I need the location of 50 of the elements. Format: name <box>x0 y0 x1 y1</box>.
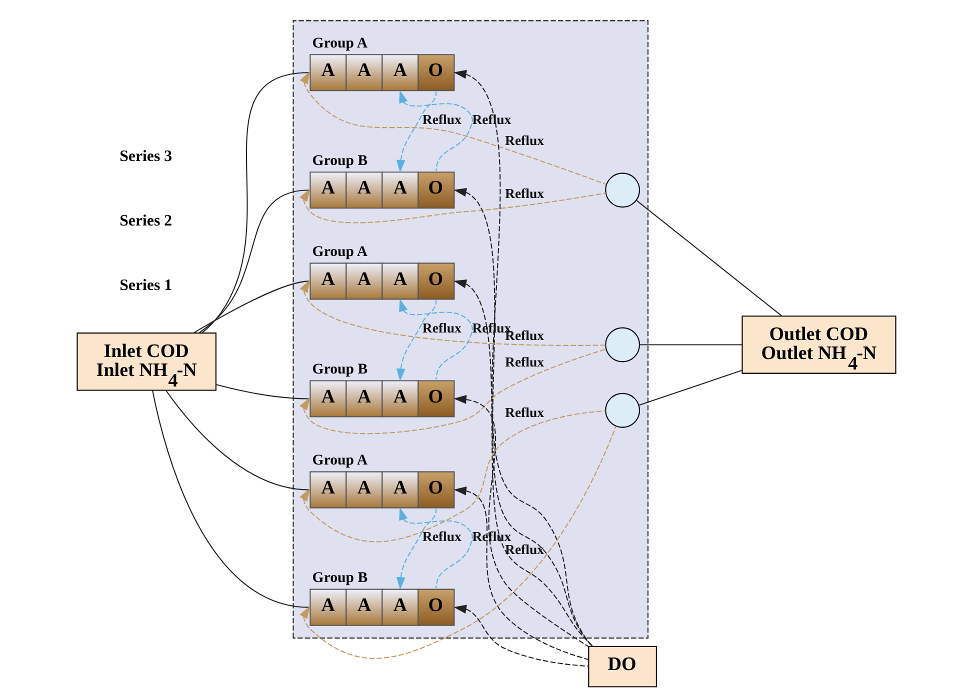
edge-label: Reflux <box>505 405 544 420</box>
arrow <box>454 70 592 647</box>
node-circle <box>605 392 640 428</box>
label: Series 1 <box>120 277 172 294</box>
edge-label: Reflux <box>422 112 462 127</box>
arrow <box>300 348 606 434</box>
edge-label: Reflux <box>422 320 462 336</box>
connector <box>193 280 310 334</box>
arrow <box>454 280 594 647</box>
arrow <box>300 426 616 659</box>
arrow <box>399 507 473 588</box>
node-label: Group A <box>312 35 368 52</box>
connector <box>216 384 310 400</box>
arrow <box>300 71 606 185</box>
edge-label: Reflux <box>472 112 512 127</box>
node-label: Group B <box>312 570 368 586</box>
edge-label: Reflux <box>505 354 544 370</box>
connector <box>640 344 742 346</box>
node-label: Group A <box>312 244 368 260</box>
node-label: Group B <box>312 362 368 378</box>
label: Series 2 <box>120 212 172 230</box>
cluster <box>292 20 648 639</box>
connector <box>638 370 742 406</box>
connector <box>636 200 782 316</box>
arrow <box>454 604 589 667</box>
arrow <box>300 188 606 224</box>
arrow <box>300 410 606 542</box>
node-label: Group B <box>312 152 368 169</box>
arrow <box>454 395 589 647</box>
arrow <box>399 298 473 380</box>
node-label: Group A <box>312 452 368 469</box>
arrow <box>454 486 589 660</box>
arrow <box>396 508 437 590</box>
connector <box>166 390 310 490</box>
arrow <box>454 188 593 647</box>
label: Series 3 <box>120 148 172 166</box>
edge-label: Reflux <box>422 529 462 544</box>
connector <box>198 190 310 334</box>
arrow <box>396 92 437 173</box>
edge-label: Reflux <box>505 542 544 557</box>
edge-label: Reflux <box>505 133 544 148</box>
node-circle <box>605 172 640 208</box>
node-circle <box>605 327 640 362</box>
node-box: DO <box>588 646 657 688</box>
arrow <box>399 90 473 172</box>
edge-label: Reflux <box>505 186 544 201</box>
connector <box>202 72 310 334</box>
arrow <box>300 280 606 346</box>
arrow <box>396 300 437 382</box>
connector <box>152 390 310 608</box>
